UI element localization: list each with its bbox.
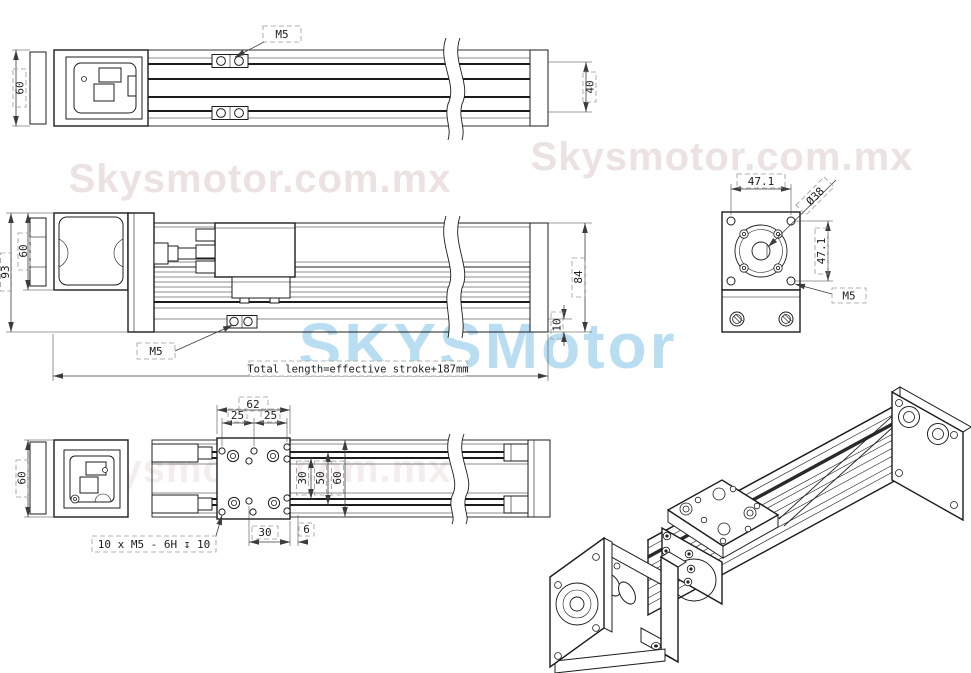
iso-ball-screw-rod bbox=[778, 409, 905, 527]
iso-motor-flange bbox=[549, 536, 613, 669]
front-view-m5-slot bbox=[226, 315, 258, 329]
dim-pitch-right-label: 25 bbox=[264, 409, 277, 422]
thread-callout-label: 10 x M5 - 6H ↧ 10 bbox=[98, 538, 211, 551]
end-view-pilot-boss bbox=[734, 224, 788, 278]
watermark-site-top-left: Skysmotor.com.mx bbox=[69, 157, 452, 201]
side-view-dimensions: 60 40 M5 bbox=[12, 25, 597, 127]
iso-carriage bbox=[666, 479, 780, 559]
front-view-break-lines bbox=[443, 215, 466, 339]
dim-pitch-left-label: 25 bbox=[231, 409, 244, 422]
side-view: 60 40 M5 bbox=[12, 25, 597, 141]
front-m5-label: M5 bbox=[149, 345, 162, 358]
dim-pilot-dia-label: Ø38 bbox=[804, 185, 827, 208]
side-view-break-lines bbox=[443, 37, 466, 141]
dim-motor-height-label: 60 bbox=[17, 244, 30, 257]
dim-base-height-label: 10 bbox=[551, 318, 564, 331]
end-view: 47.1 Ø38 47.1 M5 bbox=[721, 173, 867, 333]
dim-flange-pitch-h-label: 47.1 bbox=[748, 175, 775, 188]
total-length-note: Total length=effective stroke+187mm bbox=[247, 364, 468, 376]
dim-plate-width-label: 62 bbox=[246, 398, 259, 411]
dim-slider-height-label: 40 bbox=[584, 80, 597, 93]
iso-end-plate bbox=[891, 386, 971, 522]
plan-view-dimensions: 62 25 25 30 50 60 30 6 60 bbox=[16, 396, 348, 553]
side-view-m5-slots bbox=[211, 54, 249, 120]
side-view-rail bbox=[147, 49, 549, 127]
plan-view-break-lines bbox=[447, 433, 470, 525]
front-view-carriage bbox=[195, 222, 296, 304]
dim-flange-pitch-v-label: 47.1 bbox=[815, 238, 828, 265]
end-m5-label: M5 bbox=[842, 290, 855, 303]
dim-rail-height-label: 84 bbox=[572, 270, 585, 284]
dim-overall-height-label: 93 bbox=[0, 265, 12, 278]
front-view-motor bbox=[29, 212, 155, 333]
plan-view: 62 25 25 30 50 60 30 6 60 bbox=[16, 396, 551, 553]
side-view-motor bbox=[29, 49, 149, 127]
plan-view-carriage-plate bbox=[216, 437, 291, 520]
dim-span-outer-label: 60 bbox=[331, 471, 344, 484]
front-view: 93 60 84 10 M5 Total length=effective st… bbox=[0, 212, 592, 381]
dim-span-mid-label: 50 bbox=[314, 471, 327, 484]
dim-motor-width-label: 60 bbox=[16, 471, 29, 484]
isometric-view bbox=[549, 386, 971, 673]
dim-span-inner-label: 30 bbox=[296, 471, 309, 484]
dim-side-height-label: 60 bbox=[14, 81, 27, 94]
dim-offset-bottom-label: 30 bbox=[258, 526, 271, 539]
front-view-drive-rod bbox=[153, 242, 215, 265]
front-view-dimensions: 93 60 84 10 M5 Total length=effective st… bbox=[0, 212, 592, 381]
dim-gap-label: 6 bbox=[303, 523, 310, 536]
watermark-site-top-right: Skysmotor.com.mx bbox=[531, 135, 914, 179]
plan-view-motor bbox=[29, 439, 129, 518]
side-m5-label: M5 bbox=[275, 28, 288, 41]
iso-motor-bracket bbox=[554, 538, 687, 673]
end-view-lower-body bbox=[721, 289, 801, 333]
plan-view-rail bbox=[151, 439, 551, 518]
